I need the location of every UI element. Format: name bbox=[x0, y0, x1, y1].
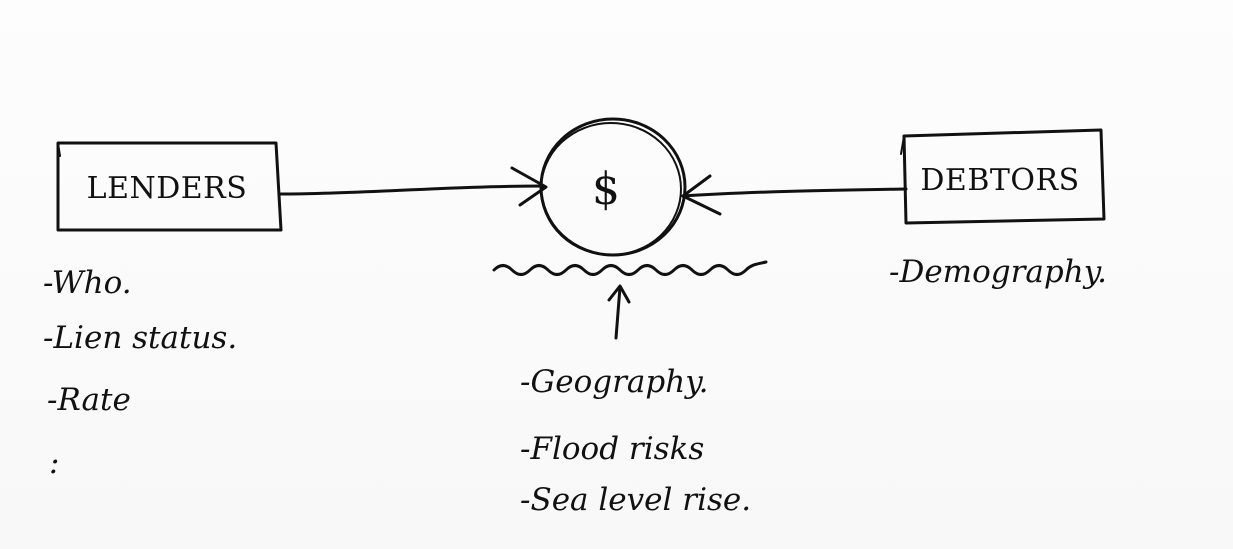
water-wave bbox=[492, 260, 768, 276]
center-note-sea-level-rise: -Sea level rise. bbox=[520, 482, 751, 518]
lenders-to-center-arrow bbox=[279, 166, 548, 207]
lenders-arrowhead bbox=[510, 166, 548, 207]
lenders-note-lien-status: -Lien status. bbox=[43, 320, 237, 356]
lenders-node: LENDERS bbox=[56, 141, 283, 232]
lenders-notes: -Who. -Lien status. -Rate : bbox=[43, 265, 237, 481]
debtors-box bbox=[902, 128, 1106, 225]
center-note-geography: -Geography. bbox=[520, 364, 708, 400]
lenders-label: LENDERS bbox=[87, 171, 248, 206]
center-label: $ bbox=[592, 164, 620, 215]
lenders-arrow-line bbox=[279, 184, 546, 196]
debtors-to-center-arrow bbox=[681, 174, 908, 216]
debtors-arrow-line bbox=[681, 187, 908, 198]
center-notes: -Geography. -Flood risks -Sea level rise… bbox=[520, 364, 751, 518]
water-arrow-line bbox=[614, 285, 622, 340]
center-node: $ bbox=[539, 117, 687, 257]
lenders-note-rate: -Rate bbox=[47, 382, 131, 418]
debtors-node: DEBTORS bbox=[900, 128, 1106, 225]
debtors-notes: -Demography. bbox=[889, 254, 1107, 290]
water-arrowhead bbox=[607, 284, 631, 304]
debtors-box-corner bbox=[900, 135, 905, 155]
debtors-label: DEBTORS bbox=[920, 163, 1079, 198]
lenders-note-who: -Who. bbox=[43, 265, 132, 301]
lenders-box bbox=[56, 141, 283, 232]
debtors-note-demography: -Demography. bbox=[889, 254, 1107, 290]
water-pressure-arrow bbox=[607, 284, 631, 340]
debtors-arrowhead bbox=[681, 174, 722, 216]
lenders-box-corner bbox=[57, 142, 61, 157]
center-note-flood-risks: -Flood risks bbox=[520, 431, 704, 467]
lenders-note-continuation: : bbox=[49, 445, 59, 481]
